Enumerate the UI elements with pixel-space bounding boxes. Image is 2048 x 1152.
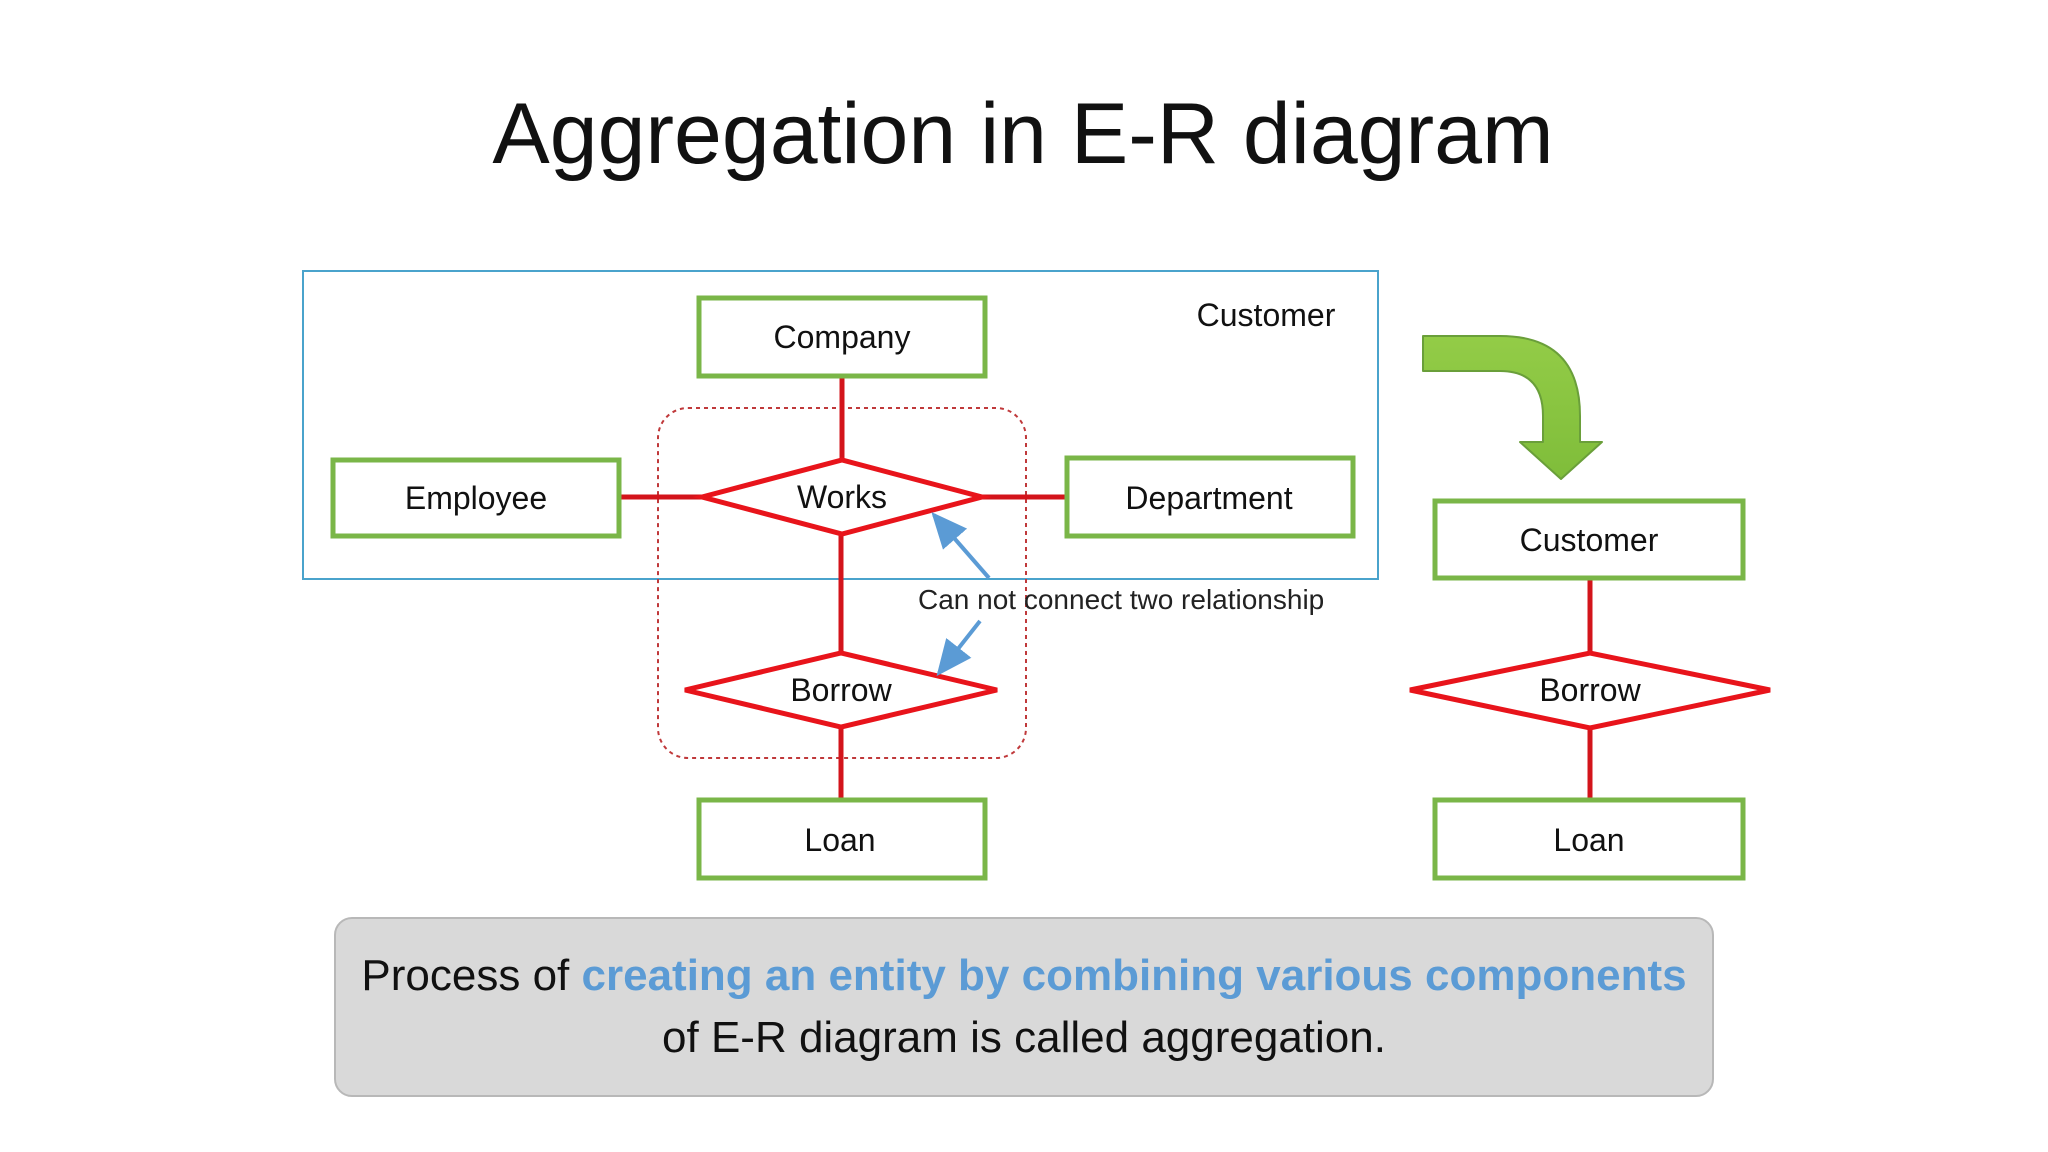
transform-arrow-icon [1422, 335, 1603, 480]
entity-loan: Loan [696, 797, 988, 881]
aggregate-customer-label: Customer [1197, 297, 1336, 333]
entity-company-label: Company [774, 319, 911, 355]
annotation-arrow-to-borrow [936, 619, 982, 677]
entity-customer-label: Customer [1520, 522, 1659, 558]
relationship-borrow-label: Borrow [790, 672, 892, 708]
annotation-text: Can not connect two relationship [918, 584, 1324, 615]
entity-loan-label: Loan [804, 822, 875, 858]
entity-department-label: Department [1125, 480, 1292, 516]
relationship-works-label: Works [797, 479, 887, 515]
caption-before: Process of [361, 951, 582, 1001]
caption-line-2: of E-R diagram is called aggregation. [662, 1013, 1386, 1062]
right-entity-loan: Loan [1432, 797, 1746, 881]
caption-highlight: creating an entity by combining various … [581, 951, 1687, 1001]
entity-employee: Employee [330, 457, 622, 539]
relationship-works: Works [692, 457, 992, 537]
right-entity-loan-label: Loan [1553, 822, 1624, 858]
caption-line-1: Process of creating an entity by combini… [361, 945, 1686, 1007]
right-relationship-borrow: Borrow [1409, 650, 1771, 731]
relationship-borrow: Borrow [684, 650, 998, 730]
entity-employee-label: Employee [405, 480, 547, 516]
right-relationship-borrow-label: Borrow [1539, 672, 1641, 708]
entity-customer: Customer [1432, 498, 1746, 581]
definition-caption: Process of creating an entity by combini… [334, 917, 1714, 1097]
annotation-arrow-to-works [931, 511, 991, 580]
page-title: Aggregation in E-R diagram [492, 86, 1553, 182]
entity-department: Department [1064, 455, 1356, 539]
entity-company: Company [696, 295, 988, 379]
